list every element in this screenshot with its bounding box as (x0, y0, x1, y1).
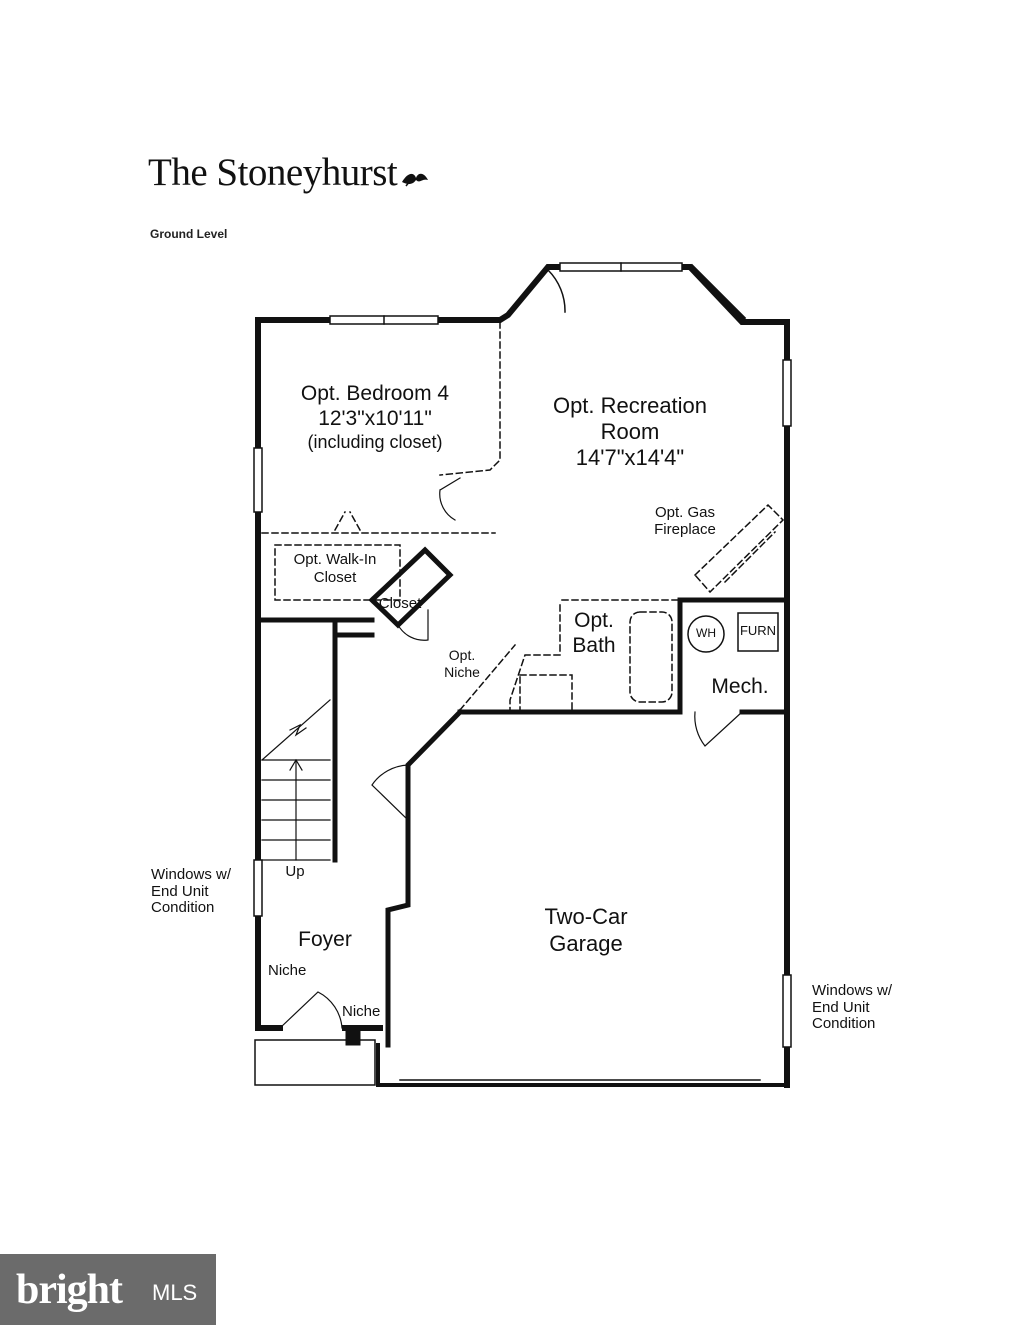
left-note-line-1: Windows w/ (151, 866, 232, 883)
rec-room-name: Opt. Recreation (552, 393, 708, 418)
left-note-line-2: End Unit (151, 882, 209, 900)
niche-left-label: Niche (268, 962, 307, 979)
bedroom-note: (including closet) (307, 432, 443, 452)
left-note-line-3: Condition (151, 899, 215, 916)
bedroom-size: 12'3"x10'11" (318, 407, 432, 430)
stairs-up-label: Up (285, 863, 305, 880)
walkin-closet-label: Opt. Walk-In (293, 551, 377, 568)
bright-mls-badge: bright MLS (0, 1254, 216, 1325)
closet-label: Closet (378, 595, 422, 612)
badge-brand: bright (16, 1267, 123, 1313)
plan-title: The Stoneyhurst (148, 151, 398, 194)
opt-niche-label: Opt. (448, 647, 476, 663)
foyer-label: Foyer (298, 928, 352, 951)
garage-label: Two-Car (544, 904, 628, 929)
bath-label-2: Bath (572, 634, 616, 657)
mech-room-label: Mech. (711, 675, 769, 698)
furnace-label: FURN (739, 623, 777, 638)
opt-niche-label-2: Niche (444, 664, 480, 680)
right-note-line-2: End Unit (812, 998, 870, 1016)
rec-room-size: 14'7"x14'4" (575, 445, 685, 470)
left-window-note: Windows w/ End Unit Condition (151, 866, 232, 917)
right-note-line-3: Condition (812, 1015, 876, 1032)
leaf-icon (402, 173, 428, 187)
fireplace-label: Opt. Gas (654, 504, 716, 521)
badge-suffix: MLS (152, 1280, 198, 1305)
level-label: Ground Level (150, 227, 228, 241)
water-heater-label: WH (696, 626, 716, 640)
right-window-note: Windows w/ End Unit Condition (812, 982, 893, 1033)
bath-label: Opt. (574, 609, 614, 632)
right-note-line-1: Windows w/ (812, 982, 893, 999)
garage-label-2: Garage (549, 931, 623, 956)
rec-room-name-2: Room (600, 419, 660, 444)
fireplace-label-2: Fireplace (654, 521, 716, 538)
niche-right-label: Niche (342, 1003, 381, 1020)
bedroom-name: Opt. Bedroom 4 (300, 382, 450, 405)
walkin-closet-label-2: Closet (313, 569, 357, 586)
